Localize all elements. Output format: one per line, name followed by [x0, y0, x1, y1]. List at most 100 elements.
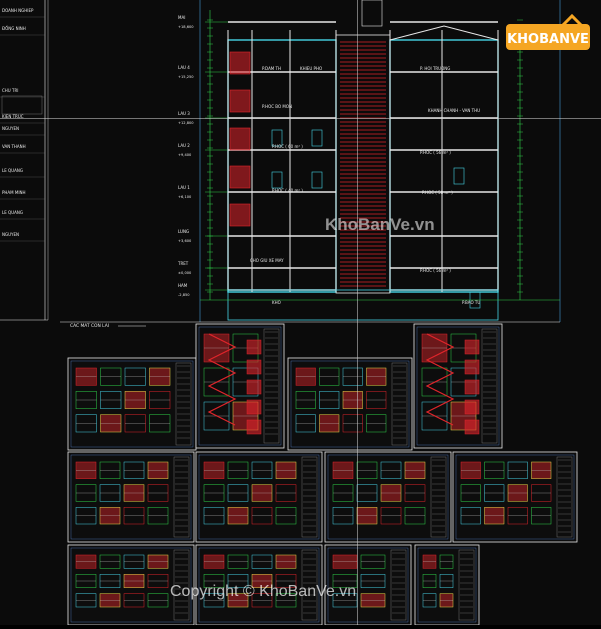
room-label: P. HOI TRUONG: [420, 66, 450, 71]
title-block-text: ĐỒNG NINH: [2, 26, 26, 31]
window-red: [229, 203, 251, 227]
drawing-sheet-thumbnail: [414, 544, 480, 626]
stair-window: [464, 399, 480, 415]
drawing-sheet-thumbnail: [287, 357, 413, 451]
drawing-sheet-border: [70, 547, 192, 623]
room-label: KHIEU PHO: [300, 66, 322, 71]
stair-window: [464, 379, 480, 395]
sheet-title-strip: [391, 362, 408, 446]
stair-window: [246, 399, 262, 415]
title-block-text: KIEN TRUC: [2, 114, 24, 119]
drawing-sheet-border: [327, 547, 409, 623]
drawing-sheet-border: [416, 326, 500, 446]
room-label: P.HOC ( 60 m² ): [272, 144, 303, 149]
sheet-title-strip: [263, 328, 280, 444]
elevation-label: +12,800: [178, 121, 194, 125]
elevation-label: +3,600: [178, 239, 192, 243]
title-block-text: LE QUANG: [2, 168, 23, 173]
window-red: [229, 51, 251, 75]
elevation-label: -2,850: [178, 293, 190, 297]
sheet-title-strip: [556, 456, 573, 538]
door-frame: [453, 167, 465, 185]
floor-label: LAU 2: [178, 143, 190, 148]
drawing-sheet-thumbnail: [67, 544, 195, 626]
title-block-text: DOANH NGHIEP: [2, 8, 34, 13]
door-frame: [311, 171, 323, 189]
stair-top-box: [361, 0, 383, 27]
drawing-sheet-border: [290, 360, 410, 448]
stair-zigzag: [207, 333, 237, 426]
title-block-text: LE QUANG: [2, 210, 23, 215]
sheet-title-strip: [481, 328, 498, 444]
window-red: [229, 127, 251, 151]
room-label: P.HOC ( 58 m² ): [422, 190, 453, 195]
drawing-sheet-border: [417, 547, 477, 623]
title-block-text: VAN THANH: [2, 144, 26, 149]
door-frame: [271, 171, 283, 189]
drawing-sheet-border: [70, 454, 192, 540]
sheet-title-strip: [390, 549, 407, 621]
room-label: P.HOC BO MON: [262, 104, 292, 109]
room-label: P.HOC ( 56 m² ): [420, 150, 451, 155]
title-block-text: NGUYEN: [2, 126, 19, 131]
floor-label: LAU 1: [178, 185, 190, 190]
basement-outline: [227, 289, 499, 321]
room-label: P.HOC ( 56 m² ): [420, 268, 451, 273]
watermark-copyright: Copyright © KhoBanVe.vn: [170, 583, 357, 600]
title-block-text: NGUYEN: [2, 232, 19, 237]
drawing-sheet-border: [198, 547, 320, 623]
drawing-sheet-border: [198, 326, 282, 446]
door-frame: [271, 129, 283, 147]
drawing-sheet-border: [327, 454, 449, 540]
title-block-text: CHU TRI: [2, 88, 18, 93]
elevation-label: +9,400: [178, 153, 192, 157]
drawing-sheet-thumbnail: [195, 544, 323, 626]
sheet-title-strip: [430, 456, 447, 538]
khobanve-logo: KHOBANVE: [506, 12, 590, 52]
sheet-title-strip: [301, 456, 318, 538]
stair-window: [246, 419, 262, 435]
crosshair-horizontal: [0, 118, 601, 119]
stair-zigzag: [425, 333, 455, 426]
roof-line: [389, 25, 499, 41]
door-frame: [311, 129, 323, 147]
crosshair-vertical: [357, 0, 358, 625]
drawing-sheet-thumbnail: [67, 451, 195, 543]
title-block-text: PHAM MINH: [2, 190, 26, 195]
sheet-title-strip: [173, 549, 190, 621]
floor-label: LAU 4: [178, 65, 190, 70]
drawing-sheet-thumbnail: [324, 451, 452, 543]
logo-text: KHOBANVE: [507, 32, 589, 47]
drawing-sheet-border: [70, 360, 194, 448]
floor-label: LAU 3: [178, 111, 190, 116]
window-red: [229, 89, 251, 113]
stair-window: [464, 339, 480, 355]
sheet-title-strip: [173, 456, 190, 538]
stair-core: [335, 34, 391, 294]
window-red: [229, 165, 251, 189]
elevation-label: +6,100: [178, 195, 192, 199]
drawing-sheet-thumbnail: [195, 451, 323, 543]
room-label: P.HOC ( 40 m² ): [272, 188, 303, 193]
watermark-center: KhoBanVe.vn: [325, 215, 435, 234]
room-label: P.DAM TH: [262, 66, 281, 71]
drawing-sheet-thumbnail: [67, 357, 197, 451]
stair-window: [464, 419, 480, 435]
drawing-sheet-border: [455, 454, 575, 540]
sheet-title-strip: [458, 549, 475, 621]
sheet-title-strip: [175, 362, 192, 446]
stair-window: [246, 379, 262, 395]
drawing-sheet-thumbnail: [324, 544, 412, 626]
stair-window: [246, 359, 262, 375]
room-label: CHO GIU XE MAY: [250, 258, 284, 263]
section-title: CAC MAT CON LAI: [70, 323, 109, 329]
floor-label: MAI: [178, 15, 185, 20]
drawing-sheet-thumbnail: [452, 451, 578, 543]
room-label: KHANH CHANH - VAN THU: [428, 108, 480, 113]
floor-label: TRET: [177, 261, 189, 266]
sheet-title-strip: [301, 549, 318, 621]
elevation-label: +18,600: [178, 25, 194, 29]
building-outline-right: [389, 39, 499, 293]
